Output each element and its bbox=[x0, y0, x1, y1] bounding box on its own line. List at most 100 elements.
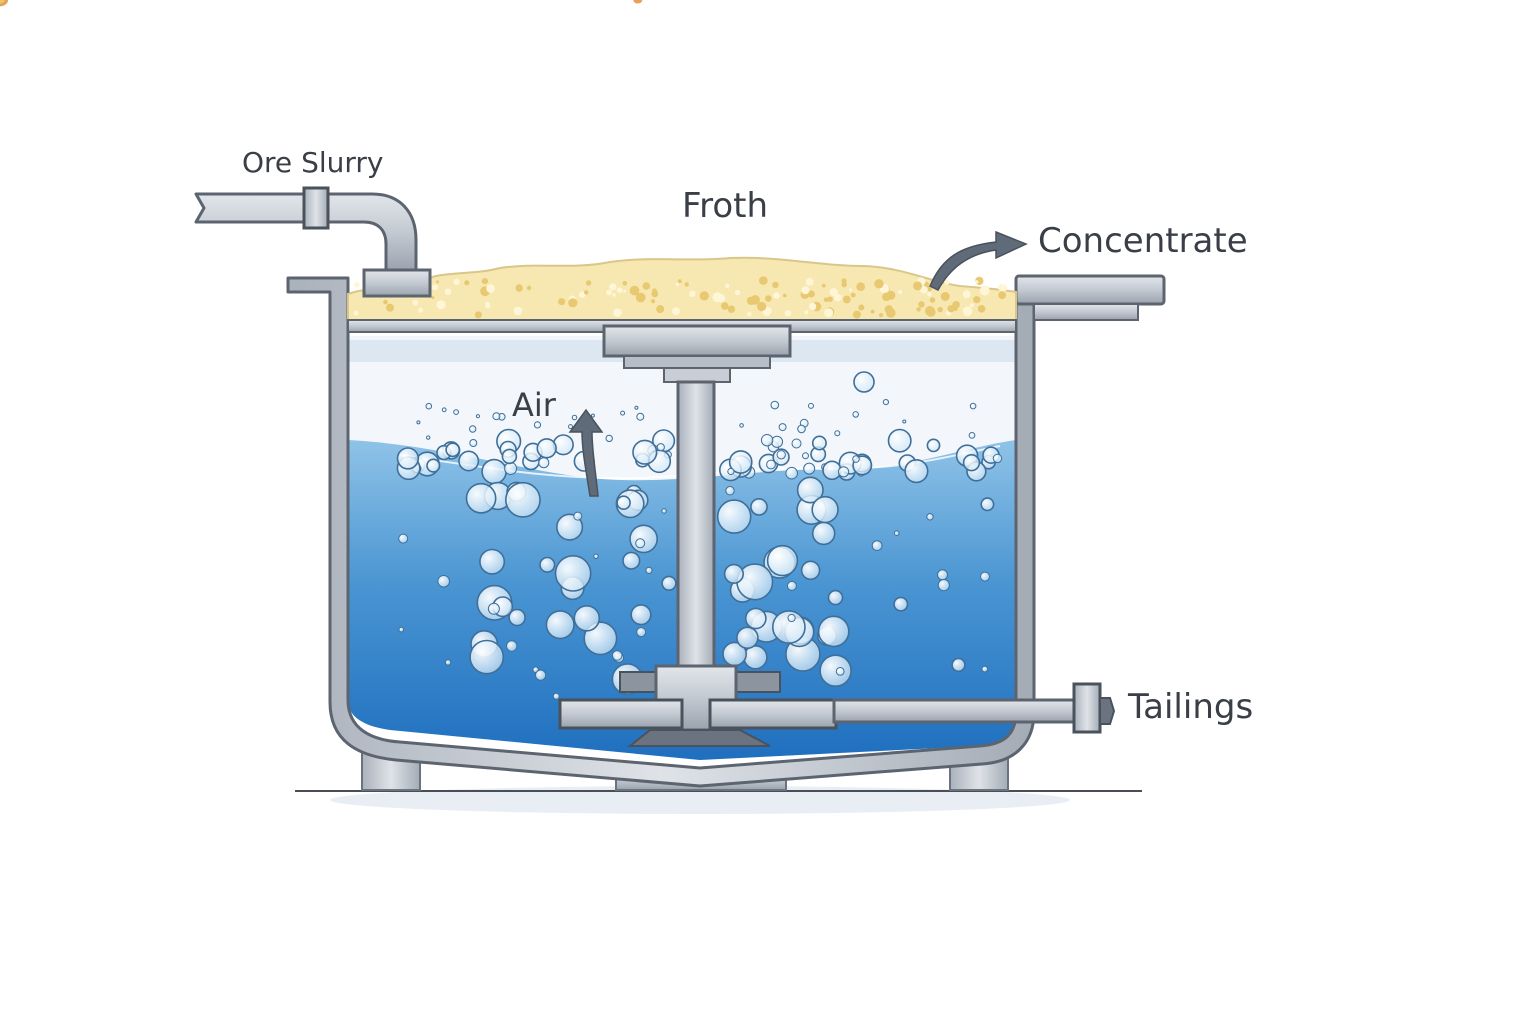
impeller-blade-right bbox=[708, 698, 838, 730]
bubble bbox=[444, 659, 452, 666]
froth-dot bbox=[804, 310, 809, 315]
bubble bbox=[661, 575, 677, 591]
shaft-collar bbox=[623, 355, 771, 369]
bubble bbox=[887, 428, 912, 453]
froth-dot bbox=[635, 292, 646, 303]
froth-dot bbox=[721, 302, 729, 310]
froth-dot bbox=[486, 284, 495, 293]
concentrate-launder-lower bbox=[1033, 303, 1139, 321]
bubble bbox=[926, 438, 941, 453]
bubble bbox=[739, 423, 744, 428]
bubble bbox=[426, 435, 431, 440]
froth-dot bbox=[677, 279, 682, 284]
bubble bbox=[635, 538, 646, 549]
tailings-label: Tailings bbox=[1127, 687, 1253, 727]
bubble bbox=[661, 508, 667, 514]
bubble bbox=[902, 419, 907, 424]
bubble bbox=[506, 640, 518, 652]
froth-texture bbox=[353, 276, 1008, 319]
froth-dot bbox=[584, 290, 589, 295]
froth-dot bbox=[642, 282, 651, 290]
froth-dot bbox=[513, 306, 523, 316]
froth-label: Froth bbox=[682, 186, 768, 226]
froth-dot bbox=[759, 276, 768, 285]
froth-dot bbox=[829, 288, 838, 297]
froth-dot bbox=[418, 307, 424, 313]
bubble bbox=[835, 667, 845, 676]
bubble bbox=[571, 414, 578, 421]
bubble bbox=[629, 524, 659, 554]
bubble bbox=[802, 452, 809, 460]
froth-dot bbox=[453, 278, 460, 286]
bubble bbox=[787, 613, 796, 623]
bubble bbox=[539, 556, 556, 573]
bubble bbox=[605, 434, 613, 443]
bubble bbox=[808, 402, 814, 409]
bubble bbox=[426, 458, 441, 473]
bubble bbox=[785, 466, 799, 480]
froth-dot bbox=[852, 310, 861, 319]
froth-dot bbox=[747, 311, 752, 317]
froth-dot bbox=[810, 305, 816, 311]
bubble bbox=[632, 439, 658, 465]
ore-slurry-pipe-coupling bbox=[302, 186, 330, 230]
froth-dot bbox=[962, 290, 971, 299]
bubble bbox=[552, 692, 560, 700]
shaft-flange bbox=[663, 367, 731, 383]
froth-dot bbox=[920, 285, 928, 294]
bubble bbox=[937, 579, 950, 592]
froth-dot bbox=[898, 290, 903, 294]
froth-dot bbox=[977, 305, 986, 313]
tailings-pipe bbox=[832, 698, 1080, 724]
froth-dot bbox=[882, 292, 891, 302]
froth-dot bbox=[725, 283, 730, 288]
bubble bbox=[398, 626, 405, 633]
froth-dot bbox=[870, 309, 875, 314]
froth-dot bbox=[672, 307, 680, 316]
bubble bbox=[568, 424, 573, 430]
bubble bbox=[981, 665, 989, 673]
froth-dot bbox=[354, 281, 360, 288]
froth-dot bbox=[918, 301, 925, 308]
froth-dot bbox=[805, 278, 814, 286]
froth-dot bbox=[849, 288, 853, 292]
bubble bbox=[827, 589, 844, 606]
bubble bbox=[904, 459, 929, 484]
froth-dot bbox=[979, 285, 990, 296]
froth-dot bbox=[801, 286, 810, 295]
froth-dot bbox=[606, 289, 612, 296]
froth-dot bbox=[773, 292, 780, 299]
bubble bbox=[725, 486, 735, 496]
bubble bbox=[634, 405, 639, 410]
bubble bbox=[487, 602, 500, 615]
froth-dot bbox=[386, 303, 394, 312]
bubble bbox=[453, 409, 460, 416]
froth-dot bbox=[485, 301, 490, 307]
bubble bbox=[573, 511, 583, 521]
bubble bbox=[504, 462, 518, 475]
froth-dot bbox=[412, 299, 419, 306]
froth-dot bbox=[612, 293, 616, 297]
froth-dot bbox=[998, 291, 1006, 300]
bubble bbox=[535, 669, 547, 681]
bubble bbox=[766, 459, 776, 470]
froth-dot bbox=[858, 304, 865, 311]
bubble bbox=[776, 450, 786, 460]
shaft-hub-top bbox=[602, 324, 792, 358]
froth-dot bbox=[526, 285, 532, 291]
froth-dot bbox=[616, 287, 623, 294]
froth-dot bbox=[916, 307, 921, 312]
mineral-bubble bbox=[0, 0, 799, 577]
froth-dot bbox=[913, 281, 923, 291]
froth-dot bbox=[656, 305, 665, 314]
concentrate-arrow bbox=[929, 230, 1028, 291]
froth-dot bbox=[884, 305, 893, 314]
froth-dot bbox=[772, 281, 779, 289]
bubble bbox=[396, 447, 420, 470]
froth-dot bbox=[765, 295, 772, 302]
impeller-blade-left bbox=[558, 698, 684, 730]
bubble bbox=[770, 400, 780, 410]
bubble bbox=[481, 458, 507, 485]
froth-dot bbox=[827, 296, 833, 302]
froth-dot bbox=[973, 296, 981, 304]
